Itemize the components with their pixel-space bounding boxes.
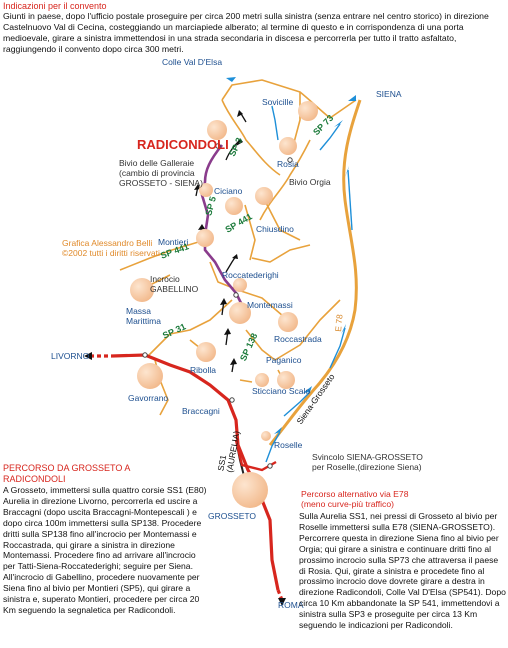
intro-title: Indicazioni per il convento	[3, 1, 107, 11]
town-massa	[130, 278, 154, 302]
label-montemassi: Montemassi	[247, 300, 293, 310]
town-gavorrano	[137, 363, 163, 389]
label-galleraie: Bivio delle Galleraie (cambio di provinc…	[119, 158, 203, 188]
label-radicondoli: RADICONDOLI	[137, 137, 229, 152]
direction-heads	[84, 110, 286, 606]
junctions	[142, 143, 293, 469]
town-ciciano-2	[225, 197, 243, 215]
label-braccagni: Braccagni	[182, 406, 220, 416]
label-massa: Massa Marittima	[126, 306, 161, 326]
e78-road	[268, 99, 362, 446]
label-colle: Colle Val D'Elsa	[162, 57, 223, 67]
town-roccatederighi	[233, 278, 247, 292]
town-montieri	[196, 229, 214, 247]
label-gavorrano: Gavorrano	[128, 393, 169, 403]
label-bivio-orgia: Bivio Orgia	[289, 177, 331, 187]
label-livorno: LIVORNO	[51, 351, 90, 361]
label-grosseto: GROSSETO	[208, 511, 257, 521]
alt-route-arrows	[265, 105, 353, 463]
label-montieri: Montieri	[158, 237, 189, 247]
route-grosseto-text: A Grosseto, immettersi sulla quattro cor…	[3, 485, 207, 615]
town-sticciano	[255, 373, 269, 387]
town-paganico	[277, 371, 295, 389]
route-grosseto-title: PERCORSO DA GROSSETO A RADICONDOLI	[3, 463, 130, 484]
town-sovicille	[298, 101, 318, 121]
label-svincolo: Svincolo SIENA-GROSSETO per Roselle,(dir…	[312, 452, 423, 472]
intro-text: Giunti in paese, dopo l'ufficio postale …	[3, 11, 489, 54]
town-chiusdino	[255, 187, 273, 205]
label-chiusdino: Chiusdino	[256, 224, 294, 234]
road-e78: E 78	[333, 313, 345, 333]
red-route	[111, 353, 280, 591]
town-ciciano	[199, 183, 213, 197]
town-rosia	[279, 137, 297, 155]
route-alt-text: Sulla Aurelia SS1, nei pressi di Grosset…	[299, 511, 506, 631]
town-roccastrada	[278, 312, 298, 332]
label-sovicille: Sovicille	[262, 97, 294, 107]
label-credit: Grafica Alessandro Belli ©2002 tutti i d…	[62, 238, 160, 258]
town-ribolla	[196, 342, 216, 362]
label-rosia: Rosia	[277, 159, 299, 169]
alt-arrow-heads	[226, 77, 356, 434]
town-montemassi	[229, 302, 251, 324]
purple-route	[200, 144, 244, 306]
label-ribolla: Ribolla	[190, 365, 216, 375]
label-siena: SIENA	[376, 89, 402, 99]
label-roccatederighi: Roccatederighi	[222, 270, 279, 280]
label-roccastrada: Roccastrada	[274, 334, 322, 344]
label-roselle: Roselle	[274, 440, 303, 450]
town-grosseto	[232, 472, 268, 508]
label-ciciano: Ciciano	[214, 186, 243, 196]
town-radicondoli	[207, 120, 227, 140]
towns	[130, 101, 318, 508]
label-sticciano: Sticciano Scalo	[252, 386, 311, 396]
label-paganico: Paganico	[266, 355, 302, 365]
town-roselle	[261, 431, 271, 441]
label-roma: ROMA	[278, 600, 304, 610]
route-alt-title: Percorso alternativo via E78 (meno curve…	[301, 489, 409, 509]
label-incrocio: Incrocio GABELLINO	[150, 274, 199, 294]
